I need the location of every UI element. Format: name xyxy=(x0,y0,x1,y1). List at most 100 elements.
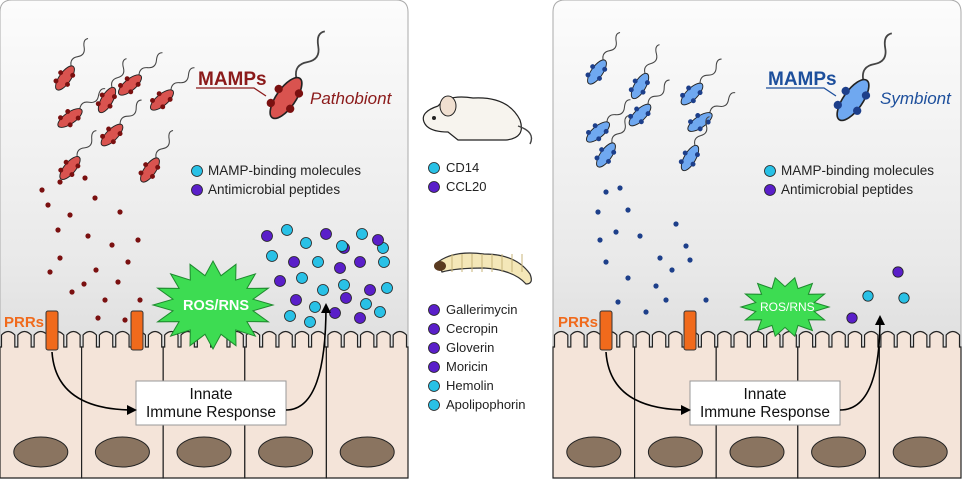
innate-label-line1: Innate xyxy=(743,386,787,403)
mamp-dot xyxy=(686,85,692,91)
mamp-dot xyxy=(602,66,608,72)
mamp-dot xyxy=(58,115,63,121)
mamps-pointer-line xyxy=(766,87,837,97)
mamp-dot xyxy=(594,155,600,161)
mamp-dot xyxy=(586,130,591,135)
mamp-particle xyxy=(625,207,631,213)
flagellum xyxy=(611,114,630,144)
mamp-dot xyxy=(75,115,81,121)
epithelial-cell xyxy=(552,330,636,479)
mamps-pointer-line xyxy=(196,87,267,97)
antimicrobial-peptide xyxy=(364,284,376,296)
bacterium xyxy=(100,99,142,147)
mamp-dot xyxy=(75,163,81,169)
flagellum xyxy=(694,116,710,146)
larva-list-dot xyxy=(428,342,440,354)
mamp-dot xyxy=(143,162,149,168)
mamp-dot xyxy=(69,172,75,178)
bacterium xyxy=(266,30,326,120)
epithelial-cell xyxy=(0,330,83,479)
mamp-binding-molecule xyxy=(898,292,910,304)
response-to-lumen-arrow xyxy=(839,315,885,411)
mamp-particle xyxy=(597,237,603,243)
mamp-particle xyxy=(57,179,63,185)
flagellum xyxy=(76,130,97,157)
prr-receptor-1 xyxy=(599,310,613,351)
mamp-dot xyxy=(58,70,64,76)
cell-nucleus xyxy=(94,436,150,468)
mamp-dot xyxy=(53,78,59,84)
antimicrobial-peptide xyxy=(892,266,904,278)
bacterium xyxy=(585,31,621,85)
mamp-dot xyxy=(597,75,602,81)
mamp-particle xyxy=(683,243,689,249)
mamp-dot xyxy=(100,133,106,139)
antimicrobial-peptide xyxy=(261,230,273,242)
mamp-dot xyxy=(682,150,688,156)
legend-peptide-dot xyxy=(191,184,203,196)
mamp-particle xyxy=(117,209,123,215)
epithelial-cell xyxy=(878,330,962,479)
larva-list-item: Apolipophorin xyxy=(446,397,526,412)
mamp-binding-molecule xyxy=(309,301,321,313)
mamp-particle xyxy=(643,309,649,315)
mamp-dot xyxy=(110,139,116,145)
mamp-particle xyxy=(687,257,693,263)
mamp-dot xyxy=(680,92,686,98)
flagellum xyxy=(170,67,195,91)
mamp-dot xyxy=(128,89,134,95)
mamp-dot xyxy=(65,108,71,114)
mamp-dot xyxy=(95,101,101,107)
flagellum xyxy=(647,79,670,105)
mamp-dot xyxy=(63,159,69,165)
larva-list-dot xyxy=(428,380,440,392)
mouse-list-dot xyxy=(428,162,440,174)
mamp-dot xyxy=(632,78,638,84)
mamp-dot xyxy=(628,113,634,119)
mamp-particle xyxy=(637,233,643,239)
larva-head xyxy=(434,261,446,271)
mamp-particle xyxy=(67,212,73,218)
mamp-particle xyxy=(69,289,75,295)
mamp-binding-molecule xyxy=(862,290,874,302)
mamp-dot xyxy=(841,86,850,96)
cell-nucleus xyxy=(811,436,867,468)
mouse-ear xyxy=(439,95,457,117)
mouse-list-item: CD14 xyxy=(446,160,480,175)
mamp-dot xyxy=(99,92,105,98)
cell-nucleus xyxy=(176,436,232,468)
mamp-particle xyxy=(45,202,51,208)
mamp-particle xyxy=(603,189,609,195)
mamp-dot xyxy=(861,91,871,100)
mamp-binding-molecule xyxy=(336,240,348,252)
larva-list-item: Gloverin xyxy=(446,340,495,355)
mamp-dot xyxy=(118,83,123,88)
mamp-particle xyxy=(613,229,619,235)
cell-nucleus xyxy=(647,436,703,468)
mamp-dot xyxy=(628,87,634,93)
bacterium xyxy=(628,79,670,127)
mouse-list-dot xyxy=(428,181,440,193)
mamp-dot xyxy=(634,106,640,112)
flagellum xyxy=(862,32,893,80)
mamp-dot xyxy=(638,119,644,125)
mamp-binding-molecule xyxy=(374,306,386,318)
right-panel xyxy=(552,0,962,479)
antimicrobial-peptide xyxy=(372,234,384,246)
pathobiont-label: Pathobiont xyxy=(310,89,392,108)
antimicrobial-peptide xyxy=(290,294,302,306)
bacterium xyxy=(687,92,736,132)
mamp-dot xyxy=(694,152,700,158)
mamp-dot xyxy=(833,100,842,110)
larva-list-item: Hemolin xyxy=(446,378,494,393)
flagellum xyxy=(644,44,660,74)
right-ros-label: ROS/RNS xyxy=(760,300,815,314)
antimicrobial-peptide xyxy=(288,256,300,268)
antimicrobial-peptide xyxy=(340,292,352,304)
response-to-lumen-arrow xyxy=(285,303,331,411)
mouse-eye xyxy=(432,116,436,120)
bacterium xyxy=(138,129,174,183)
larva-list-item: Cecropin xyxy=(446,321,499,336)
flagellum xyxy=(119,99,142,125)
